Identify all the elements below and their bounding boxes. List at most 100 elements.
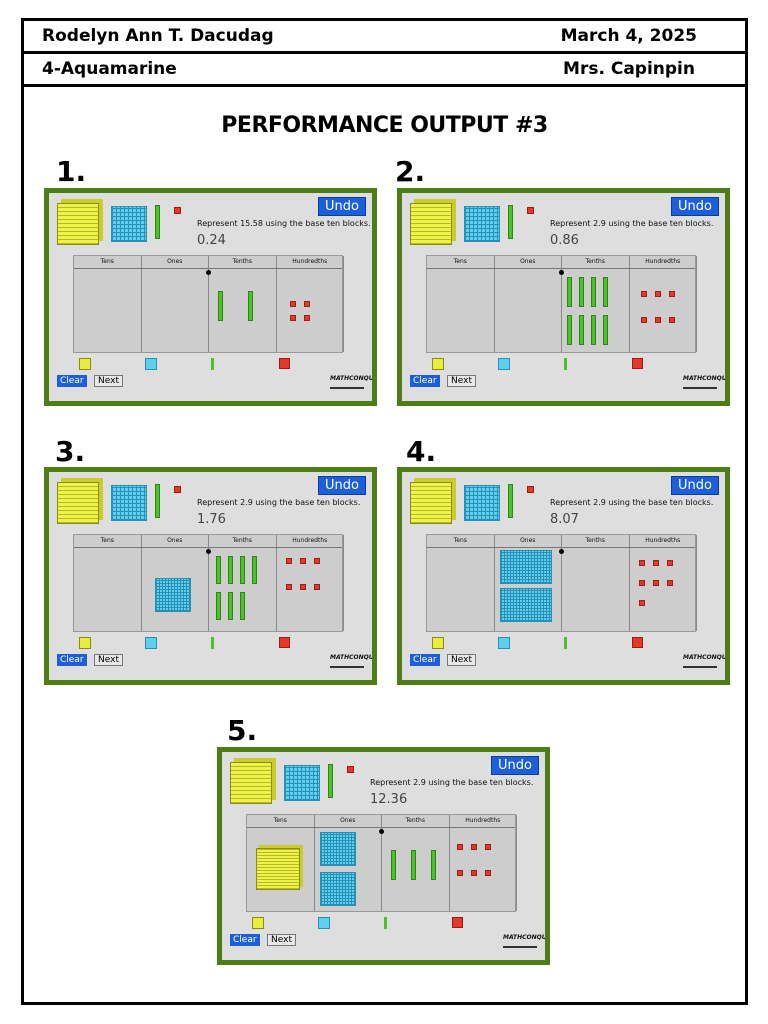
ones-tray-icon[interactable] (318, 917, 330, 929)
undo-button[interactable]: Undo (318, 476, 366, 495)
tenths-rod-block[interactable] (240, 556, 245, 584)
tenths-rod-block[interactable] (411, 850, 416, 880)
clear-button[interactable]: Clear (57, 654, 87, 666)
ones-flat-source[interactable] (464, 206, 500, 242)
hundredths-unit-block[interactable] (668, 291, 675, 297)
ones-tray-icon[interactable] (498, 637, 510, 649)
undo-button[interactable]: Undo (318, 197, 366, 216)
tenths-rod-block[interactable] (579, 315, 584, 345)
tens-tray-icon[interactable] (432, 637, 444, 649)
ones-tray-icon[interactable] (145, 637, 157, 649)
hundredths-unit-block[interactable] (303, 315, 310, 321)
ones-flat-source[interactable] (111, 206, 147, 242)
clear-button[interactable]: Clear (410, 375, 440, 387)
hundredths-unit-block[interactable] (299, 558, 306, 564)
tenths-rod-block[interactable] (252, 556, 257, 584)
hundredths-unit-block[interactable] (289, 301, 296, 307)
tenths-rod-block[interactable] (228, 556, 233, 584)
tenths-tray-icon[interactable] (211, 358, 214, 370)
tenths-rod-block[interactable] (603, 277, 608, 307)
ones-flat-source[interactable] (284, 765, 320, 801)
ones-flat-source[interactable] (464, 485, 500, 521)
ones-flat-source[interactable] (111, 485, 147, 521)
hundredths-unit-block[interactable] (456, 870, 463, 876)
next-button[interactable]: Next (447, 375, 476, 387)
hundredths-unit-block[interactable] (640, 291, 647, 297)
hundredths-unit-block[interactable] (313, 558, 320, 564)
tenths-rod-block[interactable] (591, 277, 596, 307)
tenths-rod-source[interactable] (328, 764, 333, 798)
hundredths-unit-block[interactable] (666, 580, 673, 586)
clear-button[interactable]: Clear (57, 375, 87, 387)
tens-cube-source[interactable] (230, 762, 272, 804)
tens-cube-source[interactable] (410, 482, 452, 524)
tens-cube-block[interactable] (256, 848, 300, 890)
undo-button[interactable]: Undo (491, 756, 539, 775)
tenths-rod-block[interactable] (603, 315, 608, 345)
tenths-rod-source[interactable] (508, 484, 513, 518)
tenths-tray-icon[interactable] (564, 637, 567, 649)
tenths-rod-block[interactable] (240, 592, 245, 620)
ones-tray-icon[interactable] (498, 358, 510, 370)
tenths-rod-block[interactable] (567, 315, 572, 345)
next-button[interactable]: Next (267, 934, 296, 946)
hundredths-unit-block[interactable] (638, 560, 645, 566)
tens-cube-source[interactable] (57, 203, 99, 245)
tenths-rod-source[interactable] (508, 205, 513, 239)
tenths-rod-block[interactable] (431, 850, 436, 880)
hundredths-unit-source[interactable] (527, 486, 534, 493)
undo-button[interactable]: Undo (671, 197, 719, 216)
hundredths-unit-block[interactable] (285, 584, 292, 590)
tenths-rod-block[interactable] (579, 277, 584, 307)
hundredths-unit-source[interactable] (174, 486, 181, 493)
tenths-rod-block[interactable] (567, 277, 572, 307)
hundredths-tray-icon[interactable] (279, 637, 290, 648)
next-button[interactable]: Next (94, 375, 123, 387)
hundredths-unit-block[interactable] (638, 600, 645, 606)
ones-flat-block[interactable] (499, 588, 552, 622)
hundredths-unit-block[interactable] (484, 844, 491, 850)
hundredths-unit-block[interactable] (654, 291, 661, 297)
ones-tray-icon[interactable] (145, 358, 157, 370)
hundredths-unit-block[interactable] (640, 317, 647, 323)
hundredths-unit-source[interactable] (527, 207, 534, 214)
tenths-rod-source[interactable] (155, 205, 160, 239)
hundredths-unit-block[interactable] (668, 317, 675, 323)
hundredths-unit-block[interactable] (638, 580, 645, 586)
tenths-rod-block[interactable] (391, 850, 396, 880)
hundredths-unit-block[interactable] (299, 584, 306, 590)
tenths-rod-block[interactable] (218, 291, 223, 321)
hundredths-tray-icon[interactable] (632, 358, 643, 369)
hundredths-unit-block[interactable] (470, 870, 477, 876)
hundredths-unit-block[interactable] (654, 317, 661, 323)
hundredths-unit-source[interactable] (347, 766, 354, 773)
hundredths-unit-block[interactable] (652, 560, 659, 566)
tenths-tray-icon[interactable] (384, 917, 387, 929)
tenths-tray-icon[interactable] (211, 637, 214, 649)
hundredths-unit-source[interactable] (174, 207, 181, 214)
ones-flat-block[interactable] (319, 872, 356, 906)
tenths-rod-source[interactable] (155, 484, 160, 518)
tens-tray-icon[interactable] (79, 358, 91, 370)
next-button[interactable]: Next (94, 654, 123, 666)
hundredths-unit-block[interactable] (285, 558, 292, 564)
hundredths-unit-block[interactable] (470, 844, 477, 850)
next-button[interactable]: Next (447, 654, 476, 666)
hundredths-unit-block[interactable] (303, 301, 310, 307)
hundredths-tray-icon[interactable] (452, 917, 463, 928)
ones-flat-block[interactable] (499, 550, 552, 584)
undo-button[interactable]: Undo (671, 476, 719, 495)
hundredths-unit-block[interactable] (456, 844, 463, 850)
tens-tray-icon[interactable] (252, 917, 264, 929)
tens-tray-icon[interactable] (432, 358, 444, 370)
tenths-rod-block[interactable] (216, 556, 221, 584)
tenths-rod-block[interactable] (591, 315, 596, 345)
hundredths-unit-block[interactable] (484, 870, 491, 876)
hundredths-unit-block[interactable] (313, 584, 320, 590)
tens-cube-source[interactable] (57, 482, 99, 524)
hundredths-tray-icon[interactable] (279, 358, 290, 369)
tens-cube-source[interactable] (410, 203, 452, 245)
hundredths-unit-block[interactable] (289, 315, 296, 321)
ones-flat-block[interactable] (319, 832, 356, 866)
tenths-rod-block[interactable] (216, 592, 221, 620)
